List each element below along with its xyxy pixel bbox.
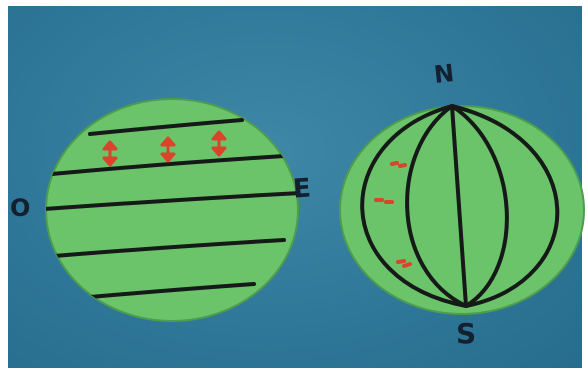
left-globe-disc: [45, 98, 299, 322]
parallel-line-4: [52, 238, 286, 258]
left-globe: [45, 98, 299, 322]
label-east: E: [291, 173, 312, 205]
right-globe-disc: [339, 105, 585, 315]
red-dash-mark: [374, 198, 394, 204]
meridian-inner-left: [405, 104, 468, 308]
meridian-outer-right: [450, 104, 560, 308]
parallel-line-1: [88, 118, 244, 136]
label-west: O: [10, 194, 31, 222]
red-dash-mark: [390, 161, 407, 168]
label-north: N: [432, 59, 456, 89]
meridian-central: [450, 104, 468, 308]
meridian-inner-right: [450, 104, 509, 308]
parallel-line-2: [50, 154, 286, 176]
right-globe: [339, 104, 585, 315]
double-arrow-icon: [160, 136, 176, 163]
double-arrow-icon: [211, 130, 227, 157]
double-arrow-icon: [102, 140, 118, 167]
red-dash-mark: [396, 259, 412, 268]
meridian-outer-left: [360, 104, 468, 308]
parallel-line-5: [88, 282, 256, 299]
parallel-line-3: [46, 191, 298, 211]
label-south: S: [456, 317, 477, 350]
